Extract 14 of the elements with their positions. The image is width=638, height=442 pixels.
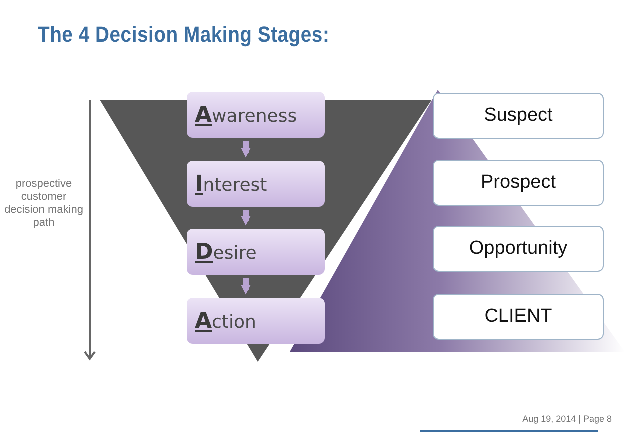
stage-box: Interest [187,161,325,207]
title: The 4 Decision Making Stages: [38,22,330,48]
axis-label: prospective customer decision making path [4,178,84,230]
stage-box: Desire [187,229,325,275]
arrow [241,141,251,158]
arrow [241,278,251,295]
arrow [241,210,251,226]
role-box: Suspect [433,93,604,139]
stage-box: Awareness [187,92,325,138]
page-footer: Aug 19, 2014 | Page 8 [462,414,612,425]
role-box: Prospect [433,160,604,206]
stage-box: Action [187,298,325,344]
role-box: Opportunity [433,226,604,272]
role-box: CLIENT [433,294,604,340]
